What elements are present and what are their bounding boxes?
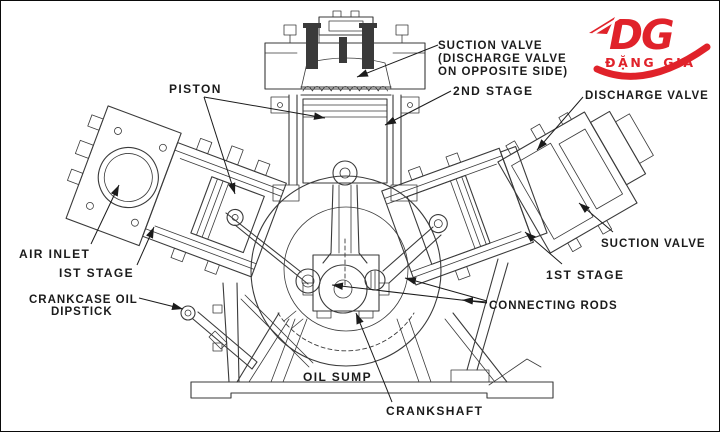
label-suction-valve-top-line3: ON OPPOSITE SIDE) — [438, 66, 568, 78]
labels: SUCTION VALVE (DISCHARGE VALVE ON OPPOSI… — [19, 40, 709, 418]
second-stage-piston — [302, 98, 388, 186]
label-suction-valve-top-line1: SUCTION VALVE — [438, 40, 543, 52]
logo-arrow-slash — [592, 16, 620, 36]
leader-dipstick — [138, 297, 184, 311]
leader-connecting-rods-3 — [461, 297, 488, 305]
leader-first-stage-right — [524, 231, 563, 265]
leader-discharge-valve — [536, 96, 584, 151]
leader-piston-1 — [203, 96, 326, 120]
label-air-inlet: AIR INLET — [19, 247, 90, 261]
label-connecting-rods: CONNECTING RODS — [489, 300, 618, 312]
left-support-strut — [212, 282, 314, 383]
first-stage-right-cylinder — [381, 145, 548, 286]
right-support-strut — [450, 258, 509, 383]
label-suction-valve-top-line2: (DISCHARGE VALVE — [438, 53, 567, 65]
label-crankcase-oil-line1: CRANKCASE OIL — [29, 294, 138, 306]
leader-first-stage-left — [136, 226, 155, 266]
leader-air-inlet — [90, 184, 120, 245]
label-piston: PISTON — [169, 82, 222, 96]
label-oil-sump: OIL SUMP — [303, 370, 372, 384]
oil-sump-base — [190, 312, 554, 399]
brand-logo: DG ĐẶNG GIA — [589, 11, 711, 80]
label-crankshaft: CRANKSHAFT — [386, 404, 483, 418]
leader-lines — [90, 44, 614, 403]
left-connecting-rod — [225, 212, 321, 294]
logo-arrow-icon — [589, 17, 615, 34]
leader-connecting-rods-1 — [404, 277, 488, 302]
leader-connecting-rods-2 — [331, 282, 488, 304]
label-second-stage: 2ND STAGE — [453, 84, 533, 98]
label-first-stage-left: IST STAGE — [59, 266, 134, 280]
second-stage-cylinder — [264, 10, 426, 202]
label-discharge-valve: DISCHARGE VALVE — [585, 90, 709, 102]
label-crankcase-oil-line2: DIPSTICK — [51, 306, 113, 318]
logo-swoosh — [593, 43, 711, 80]
leader-suction-valve-right — [578, 202, 614, 233]
label-suction-valve-right: SUCTION VALVE — [601, 238, 706, 250]
leader-piston-2 — [203, 96, 236, 195]
first-stage-right-piston — [406, 174, 491, 265]
oil-dipstick — [180, 305, 258, 370]
first-stage-left-cylinder — [65, 105, 287, 278]
center-connecting-rod — [322, 184, 368, 288]
leader-crankshaft — [355, 312, 393, 403]
label-first-stage-right: 1ST STAGE — [546, 268, 624, 282]
right-valve-head — [497, 110, 654, 254]
logo-monogram: DG — [609, 11, 673, 59]
leader-second-stage — [384, 90, 452, 126]
leader-suction-valve-top — [356, 44, 439, 78]
